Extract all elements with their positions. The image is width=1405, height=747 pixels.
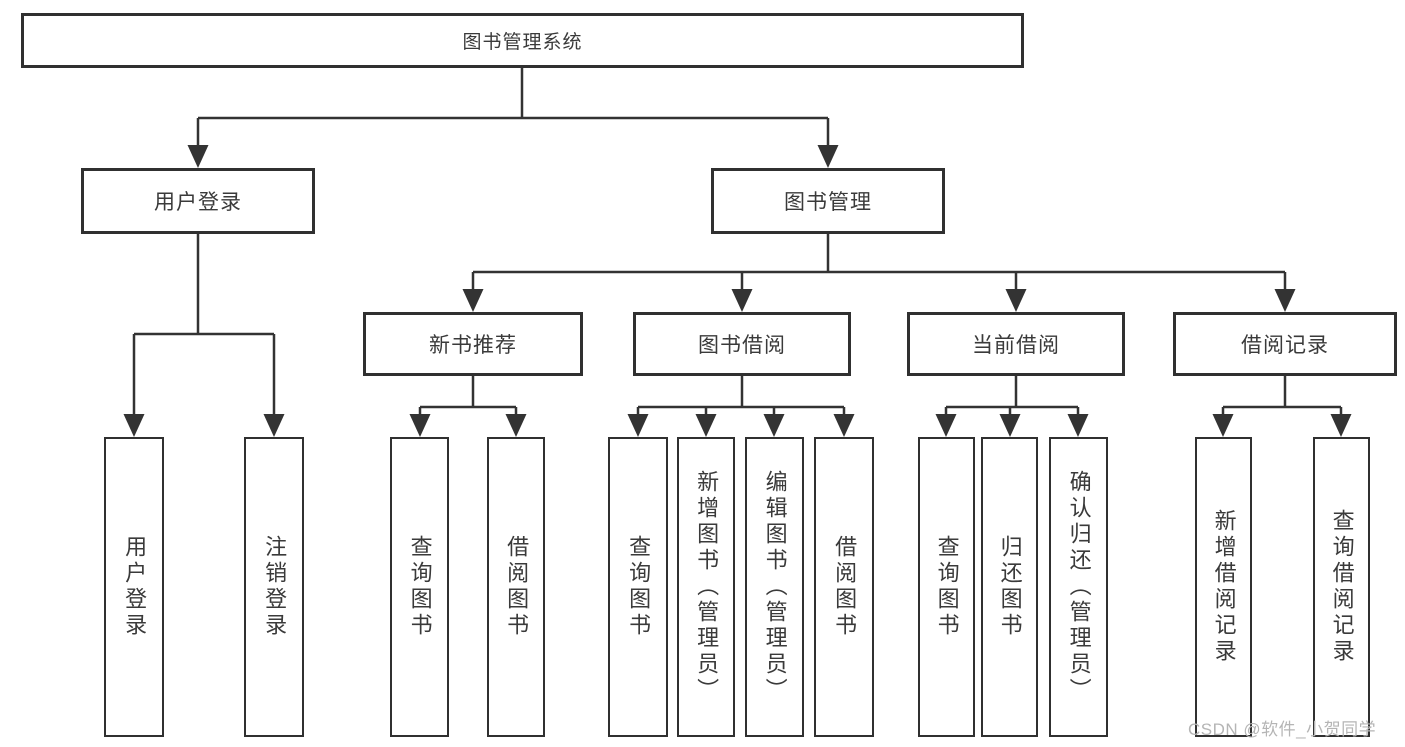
leaf-add-book-admin: 新增图书（管理员） — [677, 437, 735, 737]
leaf-return-book-label: 归还图书 — [997, 535, 1023, 639]
arrowhead-icon — [999, 414, 1021, 437]
leaf-current-query-book-label: 查询图书 — [934, 535, 960, 639]
arrowhead-icon — [1005, 289, 1027, 312]
arrowhead-icon — [1067, 414, 1089, 437]
node-current-borrow: 当前借阅 — [907, 312, 1125, 376]
leaf-current-query-book: 查询图书 — [918, 437, 975, 737]
leaf-recommend-query-book: 查询图书 — [390, 437, 449, 737]
node-borrow-records-label: 借阅记录 — [1241, 334, 1329, 357]
leaf-add-book-admin-label: 新增图书（管理员） — [694, 470, 720, 704]
leaf-confirm-return-admin: 确认归还（管理员） — [1049, 437, 1108, 737]
leaf-confirm-return-admin-label: 确认归还（管理员） — [1066, 470, 1092, 704]
leaf-logout-label: 注销登录 — [262, 535, 288, 639]
node-new-book-recommend-label: 新书推荐 — [429, 334, 517, 357]
node-borrow-records: 借阅记录 — [1173, 312, 1397, 376]
arrowhead-icon — [505, 414, 527, 437]
node-new-book-recommend: 新书推荐 — [363, 312, 583, 376]
leaf-edit-book-admin: 编辑图书（管理员） — [745, 437, 804, 737]
node-user-login-branch: 用户登录 — [81, 168, 315, 234]
leaf-user-login: 用户登录 — [104, 437, 164, 737]
leaf-add-borrow-record: 新增借阅记录 — [1195, 437, 1252, 737]
arrowhead-icon — [409, 414, 431, 437]
node-root-label: 图书管理系统 — [462, 32, 583, 53]
arrowhead-icon — [187, 145, 209, 168]
csdn-watermark: CSDN @软件_小贺同学 — [1188, 720, 1377, 739]
leaf-logout: 注销登录 — [244, 437, 304, 737]
leaf-user-login-label: 用户登录 — [122, 535, 148, 639]
leaf-add-borrow-record-label: 新增借阅记录 — [1211, 509, 1237, 665]
arrowhead-icon — [123, 414, 145, 437]
leaf-borrow-query-book: 查询图书 — [608, 437, 668, 737]
node-book-borrow: 图书借阅 — [633, 312, 851, 376]
leaf-query-borrow-record-label: 查询借阅记录 — [1329, 509, 1355, 665]
leaf-query-borrow-record: 查询借阅记录 — [1313, 437, 1370, 737]
node-root: 图书管理系统 — [21, 13, 1024, 68]
leaf-recommend-borrow-book-label: 借阅图书 — [504, 535, 530, 639]
node-user-login-branch-label: 用户登录 — [154, 191, 242, 214]
arrowhead-icon — [695, 414, 717, 437]
arrowhead-icon — [1274, 289, 1296, 312]
arrowhead-icon — [263, 414, 285, 437]
arrowhead-icon — [462, 289, 484, 312]
arrowhead-icon — [1330, 414, 1352, 437]
node-book-borrow-label: 图书借阅 — [698, 334, 786, 357]
arrowhead-icon — [935, 414, 957, 437]
arrowhead-icon — [627, 414, 649, 437]
leaf-borrow-book-label: 借阅图书 — [832, 535, 858, 639]
leaf-edit-book-admin-label: 编辑图书（管理员） — [762, 470, 788, 704]
arrowhead-icon — [731, 289, 753, 312]
arrowhead-icon — [1212, 414, 1234, 437]
leaf-borrow-book: 借阅图书 — [814, 437, 874, 737]
leaf-recommend-query-book-label: 查询图书 — [407, 535, 433, 639]
arrowhead-icon — [763, 414, 785, 437]
arrowhead-icon — [833, 414, 855, 437]
node-current-borrow-label: 当前借阅 — [972, 334, 1060, 357]
leaf-borrow-query-book-label: 查询图书 — [626, 535, 652, 639]
leaf-recommend-borrow-book: 借阅图书 — [487, 437, 545, 737]
leaf-return-book: 归还图书 — [981, 437, 1038, 737]
node-book-management-label: 图书管理 — [784, 191, 872, 214]
arrowhead-icon — [817, 145, 839, 168]
node-book-management: 图书管理 — [711, 168, 945, 234]
